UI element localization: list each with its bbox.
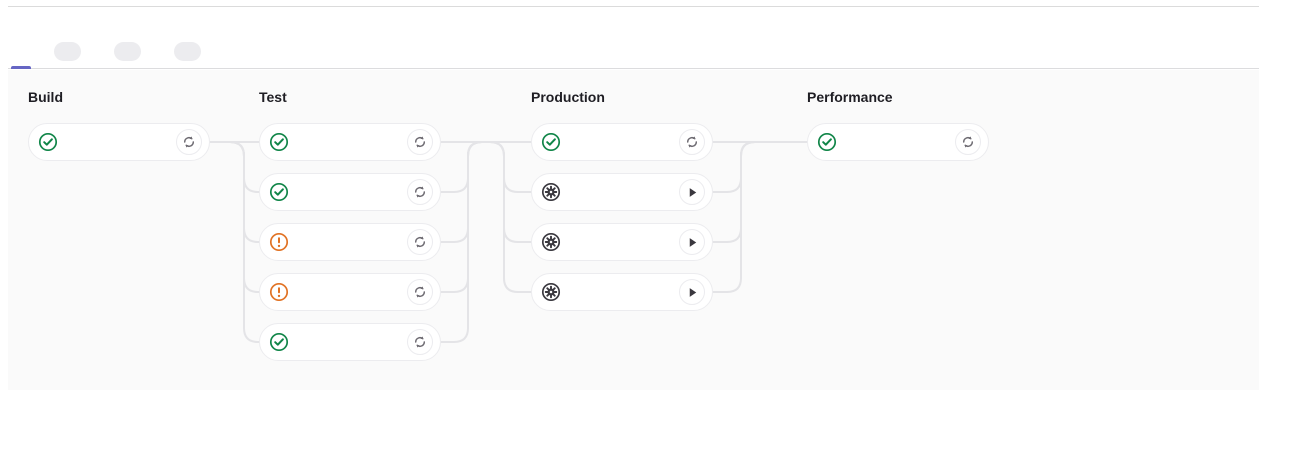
job-pill[interactable] xyxy=(259,223,441,261)
retry-job-button[interactable] xyxy=(407,279,433,305)
job-pill[interactable] xyxy=(807,123,989,161)
status-manual-icon xyxy=(541,282,561,302)
status-success-icon xyxy=(541,132,561,152)
tab-badge xyxy=(174,42,201,61)
stage-title: Build xyxy=(28,89,63,105)
retry-job-button[interactable] xyxy=(955,129,981,155)
retry-icon xyxy=(962,136,974,148)
retry-icon xyxy=(183,136,195,148)
stage-title: Production xyxy=(531,89,605,105)
retry-job-button[interactable] xyxy=(679,129,705,155)
tab-list xyxy=(8,22,214,69)
status-manual-icon xyxy=(541,182,561,202)
stage-column-build: Build xyxy=(28,70,210,390)
job-pill[interactable] xyxy=(531,123,713,161)
retry-job-button[interactable] xyxy=(407,179,433,205)
top-divider xyxy=(8,6,1259,7)
stage-column-performance: Performance xyxy=(807,70,989,390)
play-icon xyxy=(689,187,696,197)
job-pill[interactable] xyxy=(259,273,441,311)
play-icon xyxy=(689,237,696,247)
status-success-icon xyxy=(269,182,289,202)
retry-icon xyxy=(414,286,426,298)
job-pill[interactable] xyxy=(28,123,210,161)
job-pill[interactable] xyxy=(531,223,713,261)
tab-pipeline[interactable] xyxy=(8,22,34,69)
stage-column-production: Production xyxy=(531,70,713,390)
play-job-button[interactable] xyxy=(679,279,705,305)
status-warning-icon xyxy=(269,232,289,252)
retry-icon xyxy=(414,236,426,248)
tab-badge xyxy=(54,42,81,61)
job-pill[interactable] xyxy=(531,273,713,311)
stage-title: Performance xyxy=(807,89,893,105)
retry-icon xyxy=(414,186,426,198)
tab-security-report[interactable] xyxy=(154,22,214,69)
tab-bar xyxy=(8,22,1259,69)
play-job-button[interactable] xyxy=(679,229,705,255)
stage-column-test: Test xyxy=(259,70,441,390)
job-pill[interactable] xyxy=(259,323,441,361)
tab-jobs[interactable] xyxy=(34,22,94,69)
job-pill[interactable] xyxy=(259,173,441,211)
tab-badge xyxy=(114,42,141,61)
status-success-icon xyxy=(269,132,289,152)
retry-icon xyxy=(686,136,698,148)
retry-job-button[interactable] xyxy=(176,129,202,155)
job-pill[interactable] xyxy=(259,123,441,161)
status-warning-icon xyxy=(269,282,289,302)
stage-title: Test xyxy=(259,89,287,105)
retry-job-button[interactable] xyxy=(407,229,433,255)
retry-job-button[interactable] xyxy=(407,129,433,155)
retry-icon xyxy=(414,336,426,348)
tab-failed-jobs[interactable] xyxy=(94,22,154,69)
status-success-icon xyxy=(38,132,58,152)
pipeline-graph-panel: Build Test Production Performance xyxy=(8,70,1259,390)
retry-job-button[interactable] xyxy=(407,329,433,355)
retry-icon xyxy=(414,136,426,148)
status-success-icon xyxy=(269,332,289,352)
play-icon xyxy=(689,287,696,297)
status-success-icon xyxy=(817,132,837,152)
job-pill[interactable] xyxy=(531,173,713,211)
status-manual-icon xyxy=(541,232,561,252)
play-job-button[interactable] xyxy=(679,179,705,205)
